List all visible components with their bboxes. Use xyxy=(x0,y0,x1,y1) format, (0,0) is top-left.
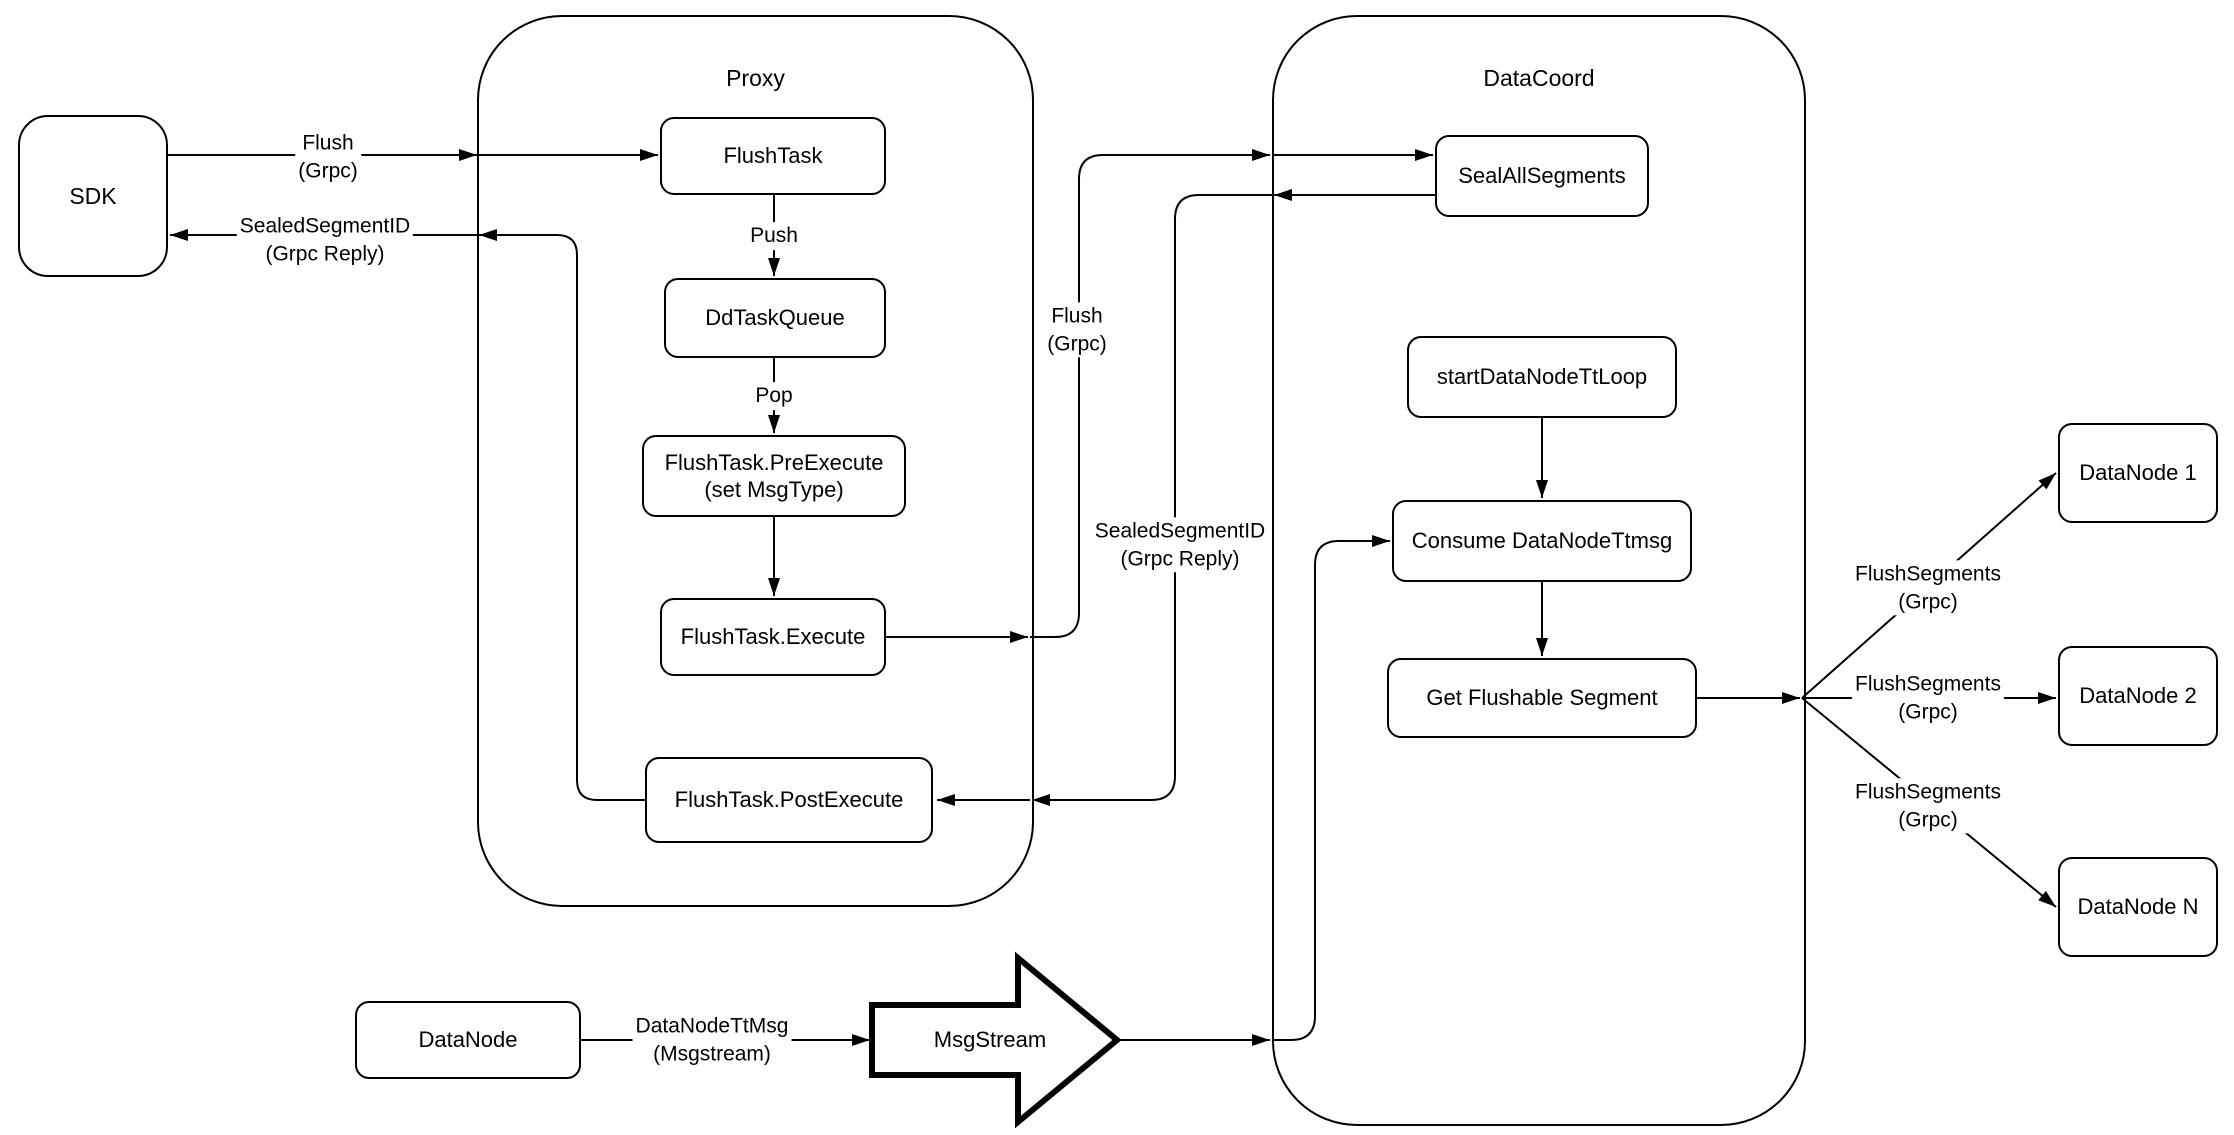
node-flushtask-postexecute: FlushTask.PostExecute xyxy=(645,757,933,843)
edge-postexecute-to-proxy-edge xyxy=(479,229,645,801)
edge-label-sealedsegmentid-sdk: SealedSegmentID (Grpc Reply) xyxy=(236,212,414,268)
edge-proxy-edge-to-datacoord-edge-flush xyxy=(1030,149,1270,638)
edge-label-flush-grpc-sdk: Flush (Grpc) xyxy=(295,129,361,185)
node-consume-datanodettmsg: Consume DataNodeTtmsg xyxy=(1392,500,1692,582)
msgstream-arrow-shape xyxy=(869,951,1122,1129)
node-datanode-2: DataNode 2 xyxy=(2058,646,2218,746)
edge-label-flush-grpc-mid: Flush (Grpc) xyxy=(1044,302,1110,358)
node-flushtask-execute: FlushTask.Execute xyxy=(660,598,886,676)
proxy-container: Proxy xyxy=(477,15,1034,907)
node-datanode-n: DataNode N xyxy=(2058,857,2218,957)
edge-label-flushsegments-1: FlushSegments (Grpc) xyxy=(1852,560,2004,616)
edge-datacoord-edge-to-proxy-edge-reply xyxy=(1032,194,1272,806)
edge-label-flushsegments-3: FlushSegments (Grpc) xyxy=(1852,778,2004,834)
datacoord-title: DataCoord xyxy=(1483,65,1595,91)
edge-label-pop: Pop xyxy=(752,382,796,410)
node-flushtask-preexecute: FlushTask.PreExecute (set MsgType) xyxy=(642,435,906,517)
node-sdk: SDK xyxy=(18,115,168,277)
edge-label-datanodettmsg: DataNodeTtMsg (Msgstream) xyxy=(632,1012,792,1068)
msgstream-label: MsgStream xyxy=(933,1027,1047,1052)
datacoord-container: DataCoord xyxy=(1272,15,1806,1126)
node-flushtask: FlushTask xyxy=(660,117,886,195)
edge-datacoord-edge-to-consume xyxy=(1272,535,1390,1041)
node-startdatanodettloop: startDataNodeTtLoop xyxy=(1407,336,1677,418)
proxy-title: Proxy xyxy=(726,65,785,91)
node-datanode-1: DataNode 1 xyxy=(2058,423,2218,523)
edge-label-flushsegments-2: FlushSegments (Grpc) xyxy=(1852,670,2004,726)
edge-label-push: Push xyxy=(747,222,801,250)
edge-label-sealedsegmentid-mid: SealedSegmentID (Grpc Reply) xyxy=(1091,517,1269,573)
node-sealallsegments: SealAllSegments xyxy=(1435,135,1649,217)
node-get-flushable-segment: Get Flushable Segment xyxy=(1387,658,1697,738)
node-datanode-bottom: DataNode xyxy=(355,1001,581,1079)
node-ddtaskqueue: DdTaskQueue xyxy=(664,278,886,358)
